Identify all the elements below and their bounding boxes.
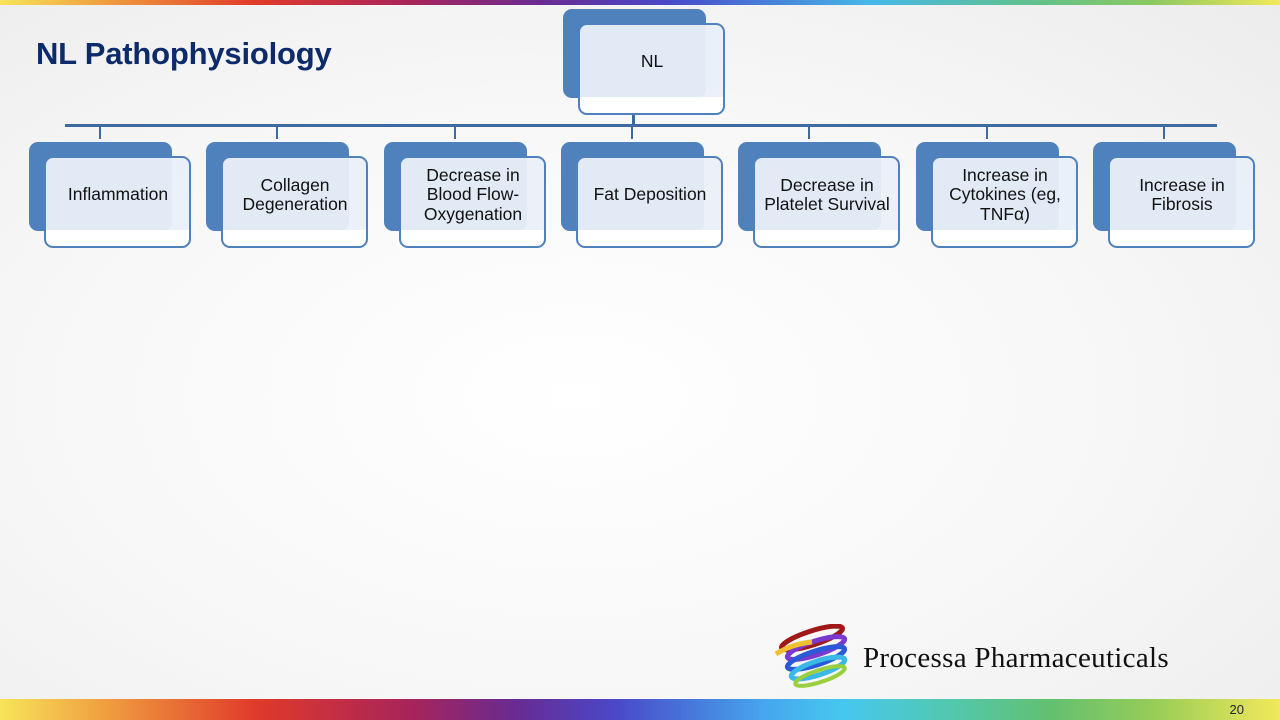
child-node: Fat Deposition xyxy=(561,142,723,248)
child-connector xyxy=(631,126,633,139)
child-node: Increase in Cytokines (eg, TNFα) xyxy=(916,142,1078,248)
child-node-label: Collagen Degeneration xyxy=(242,174,348,214)
node-front-shape xyxy=(578,23,725,115)
horizontal-connector xyxy=(65,124,1217,127)
child-connector xyxy=(1163,126,1165,139)
node-front-shape xyxy=(931,156,1078,248)
node-front-shape xyxy=(399,156,546,248)
node-front-shape xyxy=(221,156,368,248)
company-name: Processa Pharmaceuticals xyxy=(863,642,1169,674)
child-node-label: Decrease in Blood Flow-Oxygenation xyxy=(423,164,523,224)
child-node: Inflammation xyxy=(29,142,191,248)
top-rainbow-bar xyxy=(0,0,1280,5)
node-front-shape xyxy=(1108,156,1255,248)
page-number: 20 xyxy=(1229,702,1244,717)
child-node: Increase in Fibrosis xyxy=(1093,142,1255,248)
child-node-label: Inflammation xyxy=(67,184,169,205)
node-front-shape xyxy=(44,156,191,248)
child-connector xyxy=(454,126,456,139)
root-node-label: NL xyxy=(640,51,664,72)
child-connector xyxy=(808,126,810,139)
child-connector xyxy=(276,126,278,139)
node-front-shape xyxy=(753,156,900,248)
slide-title: NL Pathophysiology xyxy=(36,36,332,71)
child-connector xyxy=(986,126,988,139)
child-connector xyxy=(99,126,101,139)
rainbow-rings-logo-icon xyxy=(772,623,852,688)
child-node-label: Increase in Fibrosis xyxy=(1139,174,1225,214)
root-node: NL xyxy=(563,9,725,115)
child-node: Collagen Degeneration xyxy=(206,142,368,248)
child-node: Decrease in Blood Flow-Oxygenation xyxy=(384,142,546,248)
child-node-label: Fat Deposition xyxy=(593,184,707,205)
bottom-rainbow-bar xyxy=(0,699,1280,720)
child-node: Decrease in Platelet Survival xyxy=(738,142,900,248)
child-node-label: Decrease in Platelet Survival xyxy=(764,174,890,214)
child-node-label: Increase in Cytokines (eg, TNFα) xyxy=(949,164,1061,224)
node-front-shape xyxy=(576,156,723,248)
